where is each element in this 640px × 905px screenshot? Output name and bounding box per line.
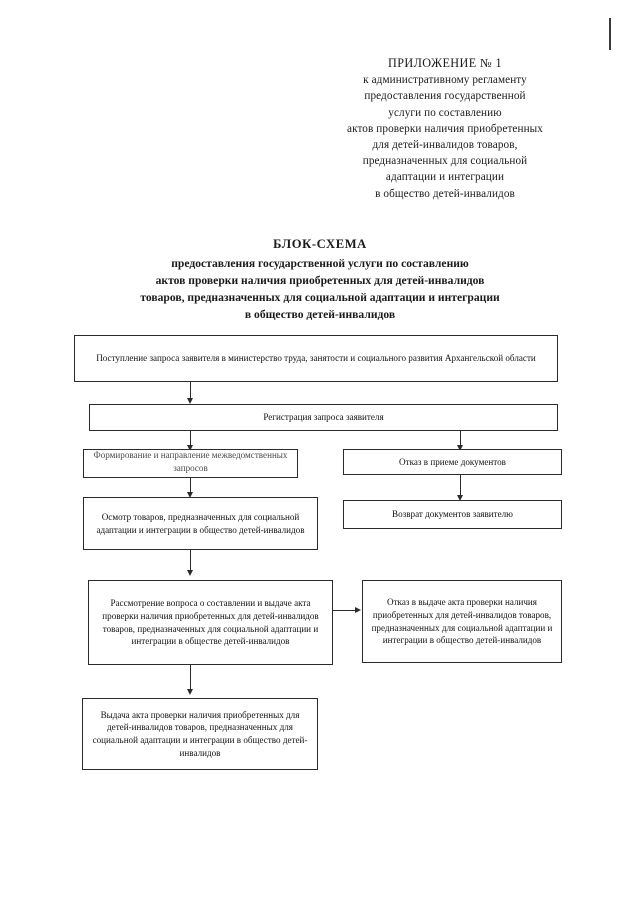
flow-node-act-consideration: Рассмотрение вопроса о составлении и выд… [88,580,333,665]
appendix-header-line-3: предоставления государственной [364,90,526,103]
flow-node-request-intake-label: Поступление запроса заявителя в министер… [96,353,536,364]
flow-node-request-registration-label: Регистрация запроса заявителя [263,412,384,423]
flow-node-act-issuance: Выдача акта проверки наличия приобретенн… [82,698,318,770]
flow-node-documents-return-label: Возврат документов заявителю [392,509,513,520]
page-title-line-5: в общество детей-инвалидов [244,308,396,321]
flow-node-act-refusal: Отказ в выдаче акта проверки наличия при… [362,580,562,663]
arrow-consideration-to-issuance [186,689,193,695]
page-margin-tick [609,18,611,50]
connector-consideration-to-issuance [190,665,191,693]
appendix-header-line-5: актов проверки наличия приобретенных [347,122,543,135]
appendix-header-line-8: адаптации и интеграции [385,171,505,184]
page-title: БЛОК-СХЕМА предоставления государственно… [60,236,580,323]
connector-registration-to-refusal [460,431,461,449]
arrow-registration-to-refusal [456,445,463,451]
arrow-intake-to-registration [186,398,193,404]
arrow-inspection-to-consideration [186,570,193,576]
arrow-registration-to-interagency [186,445,193,451]
page-title-line-1: БЛОК-СХЕМА [273,237,367,251]
flow-node-interagency-requests: Формирование и направление межведомствен… [83,449,298,478]
arrow-interagency-to-inspection [186,492,193,498]
flow-node-request-registration: Регистрация запроса заявителя [89,404,558,431]
appendix-header: ПРИЛОЖЕНИЕ № 1 к административному регла… [300,55,590,202]
flow-node-act-consideration-label: Рассмотрение вопроса о составлении и выд… [102,598,319,647]
connector-intake-to-registration [190,382,191,402]
appendix-header-line-4: услуги по составлению [388,106,502,119]
connector-registration-to-interagency [190,431,191,449]
arrow-consideration-to-act-refusal [355,606,361,613]
appendix-header-line-9: в общество детей-инвалидов [375,187,515,200]
page-title-line-4: товаров, предназначенных для социальной … [140,291,500,304]
connector-refusal-to-return [460,475,461,499]
connector-interagency-to-inspection [190,478,191,496]
page-title-line-3: актов проверки наличия приобретенных для… [155,274,485,287]
flow-node-act-refusal-label: Отказ в выдаче акта проверки наличия при… [371,597,553,646]
flow-node-documents-refusal: Отказ в приеме документов [343,449,562,475]
appendix-header-line-2: к административному регламенту [363,74,527,87]
flow-node-interagency-requests-label: Формирование и направление межведомствен… [93,449,288,473]
flow-node-documents-return: Возврат документов заявителю [343,500,562,529]
flow-node-request-intake: Поступление запроса заявителя в министер… [74,335,558,382]
flow-node-goods-inspection: Осмотр товаров, предназначенных для соци… [83,497,318,550]
arrow-refusal-to-return [456,495,463,501]
appendix-header-line-6: для детей-инвалидов товаров, [372,139,518,152]
flow-node-goods-inspection-label: Осмотр товаров, предназначенных для соци… [96,511,305,535]
connector-consideration-to-act-refusal [333,610,357,611]
flow-node-act-issuance-label: Выдача акта проверки наличия приобретенн… [92,709,308,758]
appendix-header-line-1: ПРИЛОЖЕНИЕ № 1 [388,56,502,70]
connector-inspection-to-consideration [190,550,191,574]
flow-node-documents-refusal-label: Отказ в приеме документов [399,456,506,467]
page-title-line-2: предоставления государственной услуги по… [171,257,469,270]
appendix-header-line-7: предназначенных для социальной [362,155,528,168]
